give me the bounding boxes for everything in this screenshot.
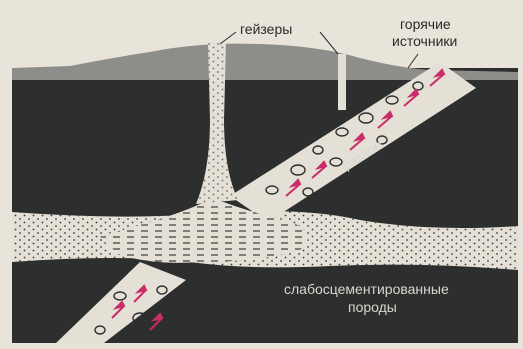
rocks-label-line2: породы <box>348 300 397 315</box>
geysers-label: гейзеры <box>240 22 292 37</box>
geyser-conduit-second <box>338 54 346 110</box>
hot-springs-label-line2: источники <box>392 34 457 49</box>
rocks-label-line1: слабосцементированные <box>284 282 449 297</box>
hot-springs-label-line1: горячие <box>400 17 451 32</box>
